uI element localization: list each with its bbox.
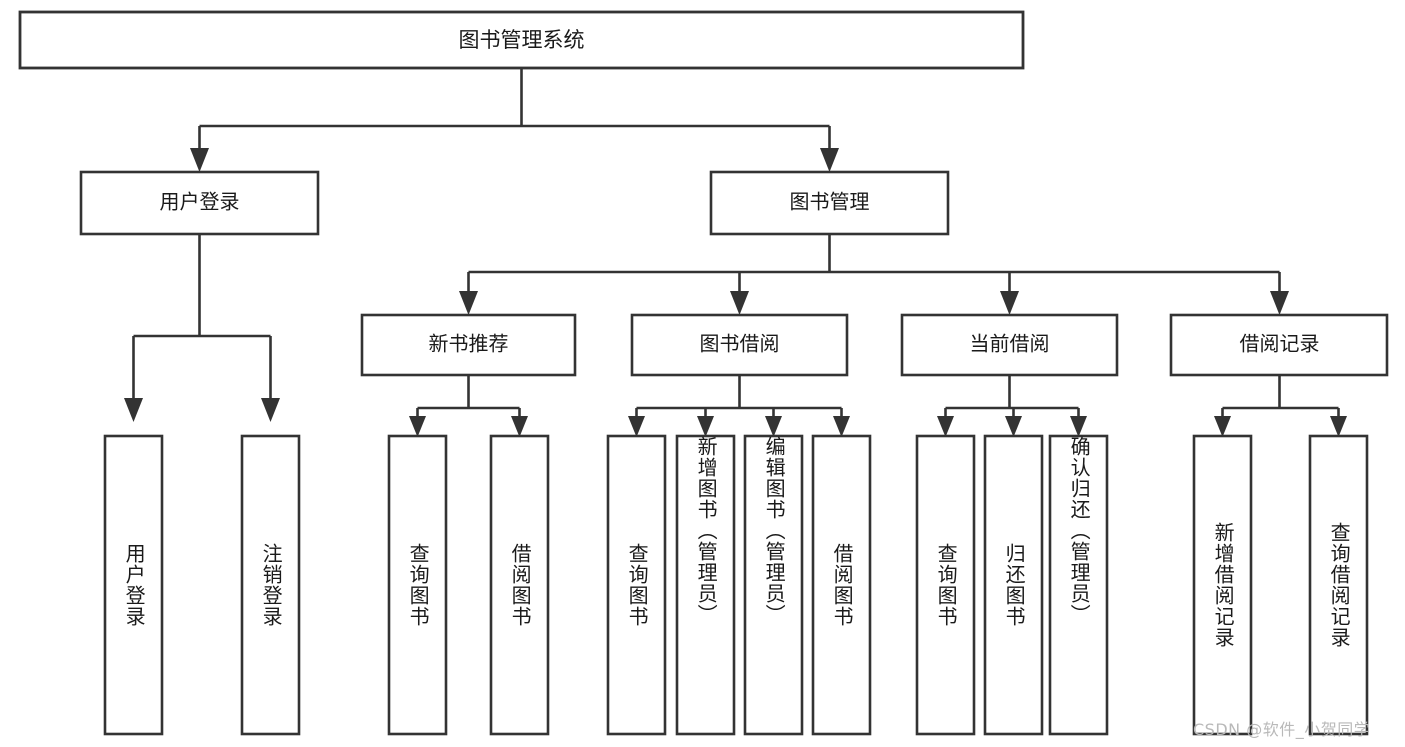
node-book-borrow-label: 图书借阅 <box>700 332 780 356</box>
node-borrow-record-label: 借阅记录 <box>1240 332 1320 356</box>
arrow-head-icon <box>459 291 478 315</box>
node-book-borrow-box[interactable] <box>630 313 849 377</box>
arrow-head-icon <box>409 416 426 437</box>
arrow-head-icon <box>511 416 528 437</box>
node-root-label: 图书管理系统 <box>459 28 585 52</box>
node-book-manage-box[interactable] <box>709 170 950 236</box>
node-user-login-box[interactable] <box>79 170 320 236</box>
node-book-manage-label: 图书管理 <box>790 190 870 214</box>
arrow-head-icon <box>820 148 839 172</box>
leaf-box-current-borrow-2[interactable] <box>983 434 1044 736</box>
leaf-box-current-borrow-1[interactable] <box>915 434 976 736</box>
leaf-box-user-login-1[interactable] <box>103 434 164 736</box>
node-new-book-recommend-box[interactable] <box>360 313 577 377</box>
node-user-login[interactable]: 用户登录 <box>79 170 320 236</box>
node-root[interactable]: 图书管理系统 <box>18 10 1025 70</box>
node-user-login-label: 用户登录 <box>160 190 240 214</box>
csdn-watermark: CSDN @软件_小贺同学 <box>1193 720 1371 739</box>
node-book-manage[interactable]: 图书管理 <box>709 170 950 236</box>
arrow-head-icon <box>1005 416 1022 437</box>
leaf-boxes <box>103 434 1369 736</box>
arrow-head-icon <box>833 416 850 437</box>
arrow-head-icon <box>261 398 280 422</box>
leaf-box-user-login-2[interactable] <box>240 434 301 736</box>
leaf-box-book-borrow-4[interactable] <box>811 434 872 736</box>
node-book-borrow[interactable]: 图书借阅 <box>630 313 849 377</box>
leaf-box-book-borrow-3[interactable] <box>743 434 804 736</box>
leaf-box-current-borrow-3[interactable] <box>1048 434 1109 736</box>
node-borrow-record-box[interactable] <box>1169 313 1389 377</box>
arrow-head-icon <box>628 416 645 437</box>
arrow-head-icon <box>937 416 954 437</box>
leaf-box-borrow-record-2[interactable] <box>1308 434 1369 736</box>
arrow-head-icon <box>1070 416 1087 437</box>
leaf-box-book-borrow-1[interactable] <box>606 434 667 736</box>
node-borrow-record[interactable]: 借阅记录 <box>1169 313 1389 377</box>
arrow-head-icon <box>697 416 714 437</box>
node-current-borrow[interactable]: 当前借阅 <box>900 313 1119 377</box>
node-new-book-recommend[interactable]: 新书推荐 <box>360 313 577 377</box>
node-root-box[interactable] <box>18 10 1025 70</box>
arrow-head-icon <box>1214 416 1231 437</box>
arrow-head-icon <box>765 416 782 437</box>
arrow-head-icon <box>1270 291 1289 315</box>
node-current-borrow-box[interactable] <box>900 313 1119 377</box>
node-new-book-recommend-label: 新书推荐 <box>429 332 509 356</box>
node-current-borrow-label: 当前借阅 <box>970 332 1050 356</box>
arrow-head-icon <box>124 398 143 422</box>
arrow-heads <box>124 148 1347 437</box>
arrow-head-icon <box>730 291 749 315</box>
leaf-box-new-book-1[interactable] <box>387 434 448 736</box>
arrow-head-icon <box>1330 416 1347 437</box>
arrow-head-icon <box>1000 291 1019 315</box>
arrow-head-icon <box>190 148 209 172</box>
leaf-box-book-borrow-2[interactable] <box>675 434 736 736</box>
leaf-box-new-book-2[interactable] <box>489 434 550 736</box>
leaf-box-borrow-record-1[interactable] <box>1192 434 1253 736</box>
